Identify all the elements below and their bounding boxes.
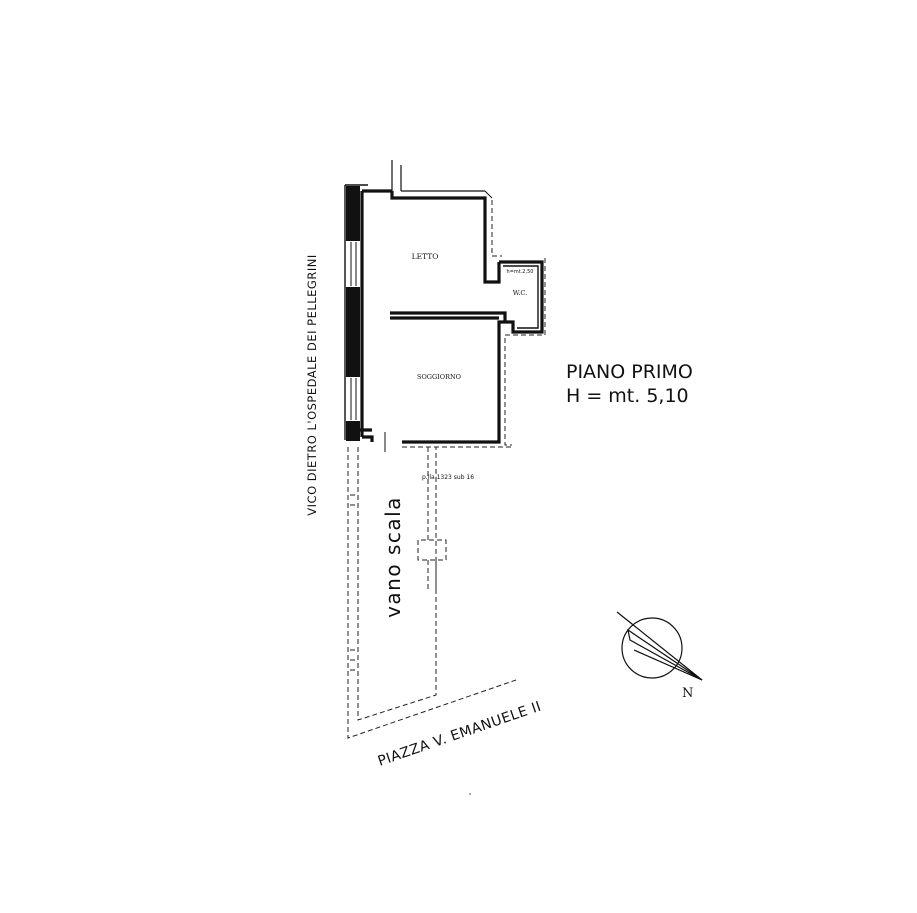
room-label-letto: LETTO [412, 252, 439, 261]
wall-pier [346, 287, 360, 377]
room-label-soggiorno: SOGGIORNO [417, 373, 461, 381]
window [350, 242, 357, 286]
apartment-walls [344, 160, 544, 452]
street-name-west: VICO DIETRO L'OSPEDALE DEI PELLEGRINI [305, 254, 319, 515]
room-height-wc: h=mt.2,50 [507, 269, 534, 275]
room-label-wc: W.C. [513, 289, 527, 297]
room-label-vano-scala: vano scala [381, 496, 405, 618]
street-name-south: PIAZZA V. EMANUELE II [376, 699, 544, 770]
floor-title: PIANO PRIMO [566, 361, 693, 383]
floor-height: H = mt. 5,10 [566, 385, 689, 407]
scan-speck [469, 793, 471, 795]
cadastral-reference: p.lla 1323 sub 16 [422, 474, 474, 481]
wall-pier [346, 186, 360, 241]
wall-pier [346, 421, 360, 441]
window [350, 378, 357, 420]
north-label: N [682, 686, 693, 701]
common-area-outline [347, 200, 546, 739]
north-arrow-icon [616, 611, 703, 681]
